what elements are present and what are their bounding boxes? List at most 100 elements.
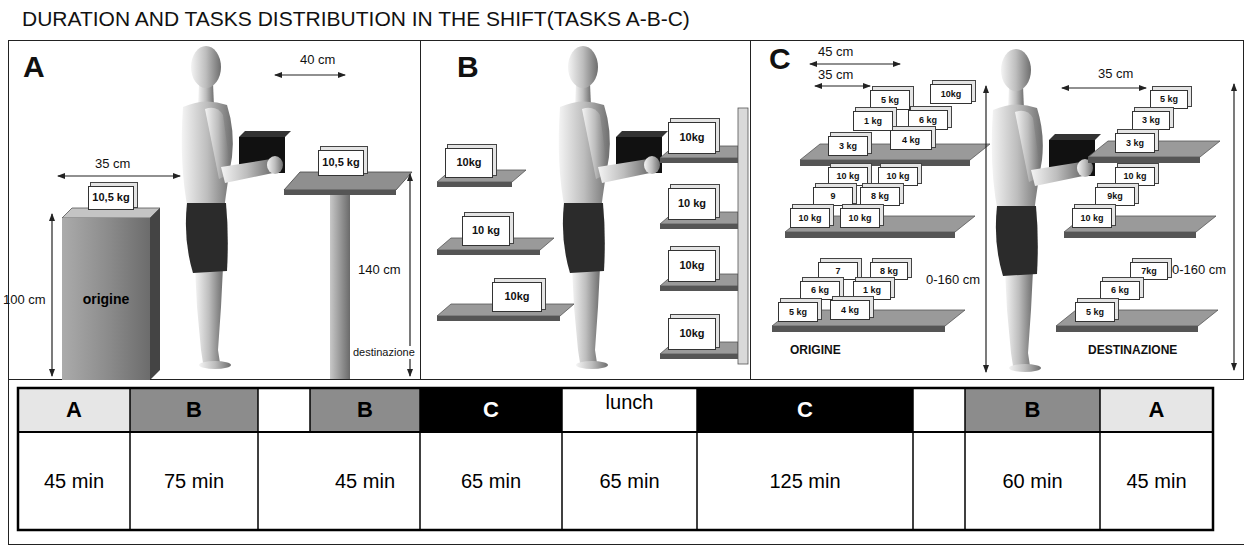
table-line xyxy=(1099,388,1101,530)
shelf-edge xyxy=(437,316,560,321)
table-fill xyxy=(420,388,562,432)
table-cell: B xyxy=(310,397,420,423)
place-label: destinazione xyxy=(352,346,416,359)
table-cell: 65 min xyxy=(420,469,562,493)
table-fill xyxy=(697,388,913,432)
load-box: 10kg xyxy=(492,282,542,312)
weight-label: 6 kg xyxy=(811,285,829,296)
load-box: 10,5 kg xyxy=(88,186,134,210)
dimension-label: 35 cm xyxy=(1098,66,1133,82)
worker-figure xyxy=(559,46,668,369)
load-box: 10 kg xyxy=(462,216,510,246)
table-cell: A xyxy=(1100,397,1213,423)
weight-label: 6 kg xyxy=(1111,285,1129,296)
table-line xyxy=(129,388,131,530)
dimension-arrows xyxy=(52,64,1234,376)
frame-line xyxy=(8,380,9,545)
load-box: 7kg xyxy=(1130,262,1168,280)
load-box: 10kg xyxy=(445,148,493,178)
place-label: DESTINAZIONE xyxy=(1088,343,1177,357)
weight-label: 4 kg xyxy=(902,135,920,146)
dimension-arrow xyxy=(1233,84,1234,370)
load-box: 5 kg xyxy=(870,90,910,110)
weight-label: 10 kg xyxy=(472,224,500,237)
load-box: 8 kg xyxy=(860,187,900,206)
table-line xyxy=(912,388,914,530)
load-box: 10 kg xyxy=(790,208,830,228)
weight-label: 10 kg xyxy=(848,213,871,224)
table-cell: 45 min xyxy=(310,469,420,493)
weight-label: 10 kg xyxy=(886,171,909,182)
weight-label: 10 kg xyxy=(836,171,859,182)
weight-label: 10kg xyxy=(456,156,481,169)
task-panel: C5 kg10kg1 kg6 kg3 kg4 kg10 kg10 kg98 kg… xyxy=(750,40,1244,380)
load-box: 5 kg xyxy=(1075,302,1115,322)
weight-label: 7 xyxy=(835,266,840,277)
load-box: 10 kg xyxy=(878,167,918,186)
shelf-edges xyxy=(437,157,1200,359)
place-label: ORIGINE xyxy=(790,343,841,357)
load-box: 9kg xyxy=(1095,187,1135,206)
panel-letter: A xyxy=(23,49,45,85)
dimension-label: 45 cm xyxy=(818,44,853,60)
load-box: 1 kg xyxy=(853,281,891,300)
table-line xyxy=(419,388,421,530)
table-border xyxy=(18,388,1213,530)
table-cell: B xyxy=(965,397,1100,423)
load-box: 10kg xyxy=(668,122,716,154)
weight-label: 10kg xyxy=(679,327,704,340)
shelf-pole xyxy=(738,108,748,364)
weight-label: 6 kg xyxy=(919,115,937,126)
table-fill xyxy=(310,388,420,432)
shelf-edge xyxy=(1056,326,1198,332)
load-box: 10 kg xyxy=(1072,208,1112,228)
load-box: 10 kg xyxy=(1115,167,1155,186)
weight-label: 10 kg xyxy=(1080,213,1103,224)
load-box: 10 kg xyxy=(840,208,880,228)
weight-label: 10kg xyxy=(504,290,529,303)
shelf-edge xyxy=(437,182,512,187)
dimension-label: 140 cm xyxy=(358,262,401,278)
load-box: 5 kg xyxy=(1150,90,1188,109)
shelf-edge xyxy=(660,286,738,291)
weight-label: 3 kg xyxy=(1142,115,1160,126)
dimension-label: 0-160 cm xyxy=(1172,262,1226,278)
load-box: 10 kg xyxy=(668,188,716,220)
weight-label: 7kg xyxy=(1141,266,1157,277)
table-edge xyxy=(284,190,396,195)
weight-label: 10kg xyxy=(679,131,704,144)
table-line xyxy=(964,388,966,530)
dimension-label: 0-160 cm xyxy=(926,272,980,288)
weight-label: 5 kg xyxy=(1160,94,1178,105)
table-cell: 45 min xyxy=(1100,469,1213,493)
weight-label: 4 kg xyxy=(841,305,859,316)
table-cell: C xyxy=(697,397,913,423)
dimension-label: 40 cm xyxy=(300,52,335,68)
weight-label: 5 kg xyxy=(789,307,807,318)
load-box: 6 kg xyxy=(800,281,840,300)
shelf-edge xyxy=(660,224,738,229)
table-cell: B xyxy=(130,397,258,423)
shelf-edge xyxy=(772,326,945,332)
load-box: 6 kg xyxy=(1100,281,1140,300)
load-box: 1 kg xyxy=(853,111,893,131)
load-box: 4 kg xyxy=(830,300,870,320)
weight-label: 1 kg xyxy=(864,116,882,127)
table-line xyxy=(309,388,311,432)
weight-label: 3 kg xyxy=(1126,138,1144,149)
load-box: 3 kg xyxy=(1132,111,1170,130)
weight-label: 9 xyxy=(830,191,835,202)
dimension-arrow xyxy=(1062,87,1146,88)
panel-letter: C xyxy=(769,41,791,77)
load-box: 6 kg xyxy=(908,110,948,130)
weight-label: 1 kg xyxy=(863,285,881,296)
load-box: 9 xyxy=(813,187,853,206)
dimension-label: 35 cm xyxy=(818,67,853,83)
weight-label: 5 kg xyxy=(881,95,899,106)
load-box: 3 kg xyxy=(828,136,868,156)
weight-label: 8 kg xyxy=(871,191,889,202)
weight-label: 9kg xyxy=(1107,191,1123,202)
load-box: 4 kg xyxy=(890,130,932,150)
load-box: 8 kg xyxy=(870,262,908,280)
